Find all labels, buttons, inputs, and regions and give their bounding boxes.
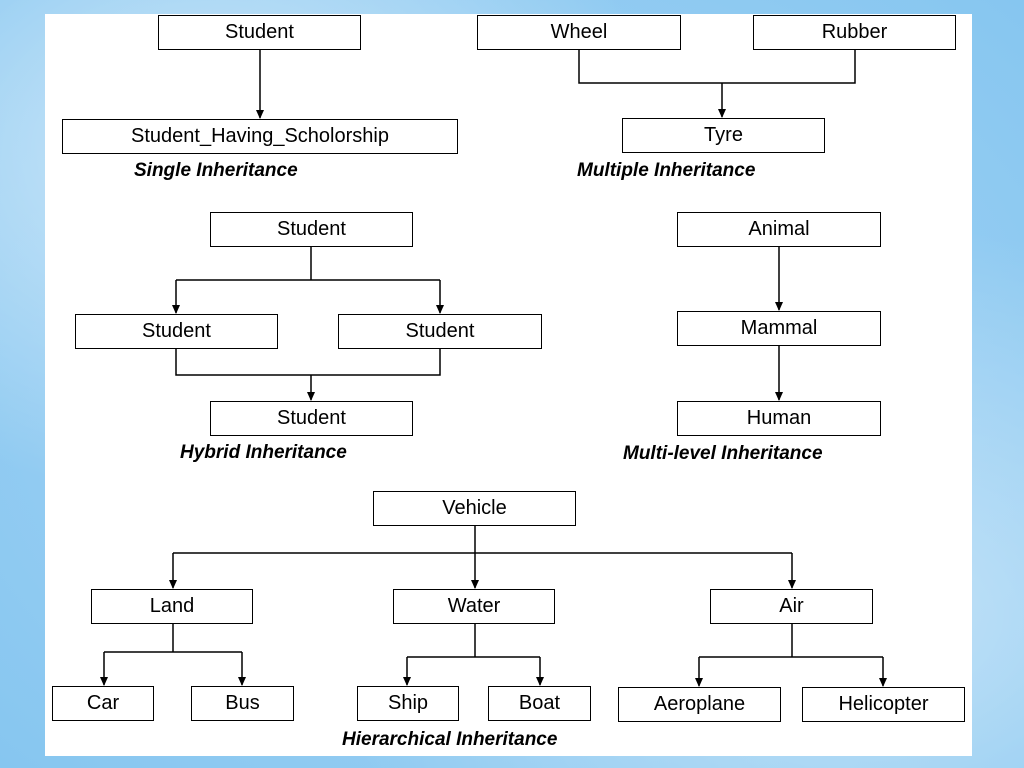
hier-helicopter-box: Helicopter [802, 687, 965, 722]
multiple-caption: Multiple Inheritance [577, 160, 756, 181]
hier-water-box: Water [393, 589, 555, 624]
multiple-parent-left-box: Wheel [477, 15, 681, 50]
hier-car-box: Car [52, 686, 154, 721]
hier-bus-box: Bus [191, 686, 294, 721]
single-parent-box: Student [158, 15, 361, 50]
multilevel-middle-box: Mammal [677, 311, 881, 346]
hybrid-bottom-box: Student [210, 401, 413, 436]
multiple-parent-right-box: Rubber [753, 15, 956, 50]
hier-boat-box: Boat [488, 686, 591, 721]
multiple-join [578, 50, 856, 84]
hier-root-box: Vehicle [373, 491, 576, 526]
hybrid-join [175, 348, 441, 376]
multiple-child-box: Tyre [622, 118, 825, 153]
single-child-box: Student_Having_Scholorship [62, 119, 458, 154]
hier-air-box: Air [710, 589, 873, 624]
multilevel-caption: Multi-level Inheritance [623, 443, 823, 464]
hybrid-left-box: Student [75, 314, 278, 349]
hybrid-right-box: Student [338, 314, 542, 349]
hier-aeroplane-box: Aeroplane [618, 687, 781, 722]
hierarchical-caption: Hierarchical Inheritance [342, 729, 558, 750]
hybrid-caption: Hybrid Inheritance [180, 442, 347, 463]
hybrid-top-box: Student [210, 212, 413, 247]
multilevel-bottom-box: Human [677, 401, 881, 436]
hier-land-box: Land [91, 589, 253, 624]
single-caption: Single Inheritance [134, 160, 298, 181]
multilevel-top-box: Animal [677, 212, 881, 247]
hier-ship-box: Ship [357, 686, 459, 721]
